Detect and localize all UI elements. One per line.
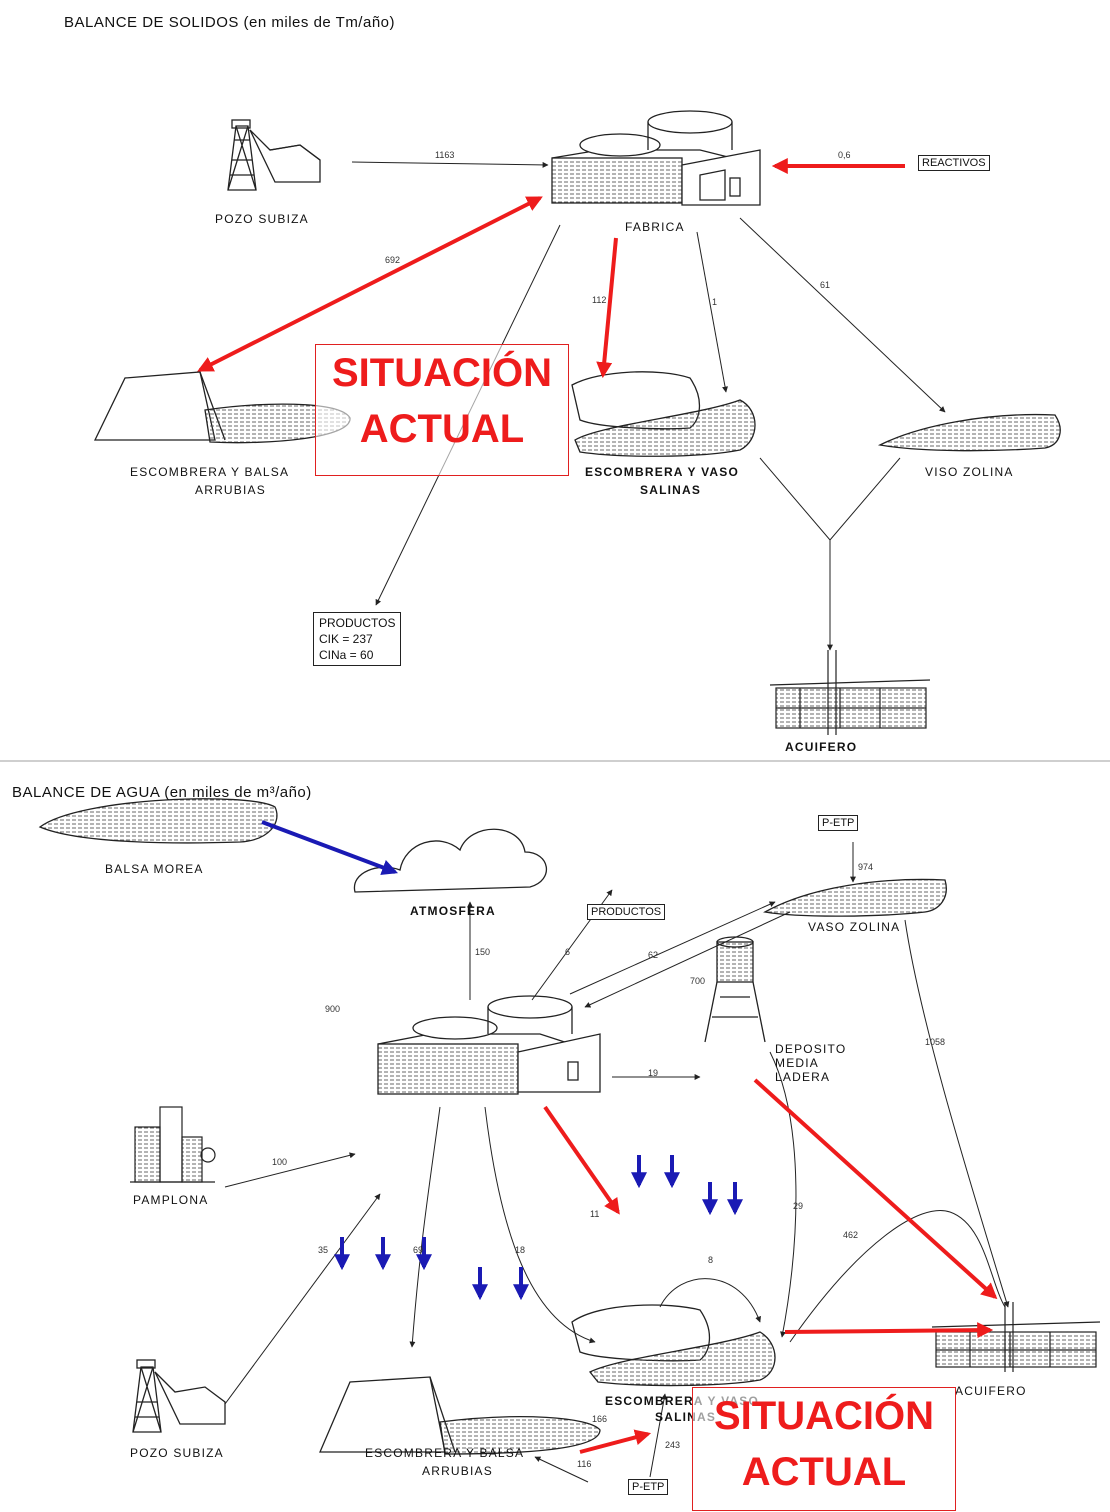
flow-salinas-acuifero-red [785,1330,990,1332]
zolina-label: VISO ZOLINA [925,465,1014,479]
solids-balance-panel: BALANCE DE SOLIDOS (en miles de Tm/año) … [0,0,1110,760]
arrubias-label-1: ESCOMBRERA Y BALSA [130,465,289,479]
flow-value-62: 62 [648,950,658,960]
flow-value-reactivos: 0,6 [838,150,851,160]
flow-value-100: 100 [272,1157,287,1167]
aquifer-icon [770,650,930,735]
flow-fabrica-salinas-red [545,1107,618,1212]
flow-value-11: 11 [590,1209,599,1219]
flow-value-974: 974 [858,862,873,872]
productos-title: PRODUCTOS [319,615,395,631]
productos-box: PRODUCTOS CIK = 237 CINa = 60 [313,612,401,666]
flow-value-150: 150 [475,947,490,957]
pamplona-label: PAMPLONA [133,1193,208,1207]
acuifero-label: ACUIFERO [785,740,857,754]
morea-label: BALSA MOREA [105,862,204,876]
salinas-label-1: ESCOMBRERA Y VASO [585,465,739,479]
deposito-label-2: MEDIA [775,1056,819,1070]
stamp-line-2: ACTUAL [316,401,568,457]
flow-pozo-fabrica [225,1194,380,1404]
flow-fabrica-arrubias [412,1107,440,1347]
water-balance-panel: BALANCE DE AGUA (en miles de m³/año) ATM… [0,760,1110,1512]
flow-value-1: 1 [712,297,717,307]
flow-value-900: 900 [325,1004,340,1014]
p-etp-bottom-box: P-ETP [628,1479,668,1495]
flow-fabrica-zolina [740,218,945,412]
water-title: BALANCE DE AGUA (en miles de m³/año) [12,784,312,801]
flow-value-700: 700 [690,976,705,986]
deposito-label-3: LADERA [775,1070,830,1084]
flow-value-166: 166 [592,1414,607,1424]
flow-deposito-acuifero-red [755,1080,995,1297]
situacion-actual-stamp: SITUACIÓN ACTUAL [692,1387,956,1511]
salinas-heap-icon [572,372,755,456]
flow-fabrica-salinas-18 [485,1107,595,1342]
arrubias-label-2: ARRUBIAS [195,483,266,497]
flow-pamplona-fabrica [225,1154,355,1187]
acuifero-label: ACUIFERO [955,1384,1027,1398]
situacion-actual-stamp: SITUACIÓN ACTUAL [315,344,569,476]
flow-value-116: 116 [577,1459,591,1469]
flow-value-29: 29 [793,1201,803,1211]
pozo-label: POZO SUBIZA [130,1446,224,1460]
flow-value-1163: 1163 [435,150,454,160]
productos-clk: CIK = 237 [319,631,395,647]
mine-shaft-icon [133,1360,225,1432]
flow-morea-fabrica-blue [262,822,395,872]
zolina-pond-icon [880,415,1060,451]
salinas-heap-icon [572,1305,775,1386]
arrubias-heap-icon [320,1377,600,1454]
water-flow-lines [225,842,1008,1482]
flow-fabrica-salinas-red [603,238,616,375]
aquifer-icon [932,1302,1100,1372]
pozo-label: POZO SUBIZA [215,212,309,226]
factory-icon [552,111,760,205]
flow-pozo-fabrica [352,162,548,165]
flow-value-18: 18 [515,1245,525,1255]
arrubias-heap-icon [95,372,350,443]
flow-value-462: 462 [843,1230,858,1240]
flow-value-35: 35 [318,1245,328,1255]
factory-icon [378,996,600,1094]
reactivos-box: REACTIVOS [918,155,990,171]
flow-value-6: 6 [565,947,570,957]
mine-shaft-icon [228,120,320,190]
zolina-pond-icon [765,879,946,916]
flow-value-1058: 1058 [925,1037,945,1047]
flow-zolina-acuifero [905,920,1008,1307]
productos-box: PRODUCTOS [587,904,665,920]
morea-pond-icon [40,799,277,843]
flow-value-8: 8 [708,1255,713,1265]
water-tower-icon [705,937,765,1042]
flow-from-zolina [585,912,790,1007]
flow-converge [760,458,900,540]
atmosfera-label: ATMOSFERA [410,904,496,918]
solids-title: BALANCE DE SOLIDOS (en miles de Tm/año) [64,14,395,31]
salinas-label-2: SALINAS [640,483,701,497]
flow-fabrica-salinas-thin [697,232,726,392]
stamp-line-1: SITUACIÓN [316,345,568,401]
deposito-label-1: DEPOSITO [775,1042,846,1056]
flow-value-19: 19 [648,1068,658,1078]
flow-value-692: 692 [385,255,400,265]
p-etp-top-box: P-ETP [818,815,858,831]
flow-value-243: 243 [665,1440,680,1450]
flow-value-112: 112 [592,295,606,305]
stamp-line-1: SITUACIÓN [693,1388,955,1444]
arrubias-label-1: ESCOMBRERA Y BALSA [365,1446,524,1460]
arrubias-label-2: ARRUBIAS [422,1464,493,1478]
flow-value-61: 61 [820,280,830,290]
cloud-icon [354,829,546,892]
flow-value-69: 69 [413,1245,423,1255]
city-icon [130,1107,215,1182]
zolina-label: VASO ZOLINA [808,920,900,934]
stamp-line-2: ACTUAL [693,1444,955,1500]
productos-clna: CINa = 60 [319,647,395,663]
fabrica-label: FABRICA [625,220,685,234]
